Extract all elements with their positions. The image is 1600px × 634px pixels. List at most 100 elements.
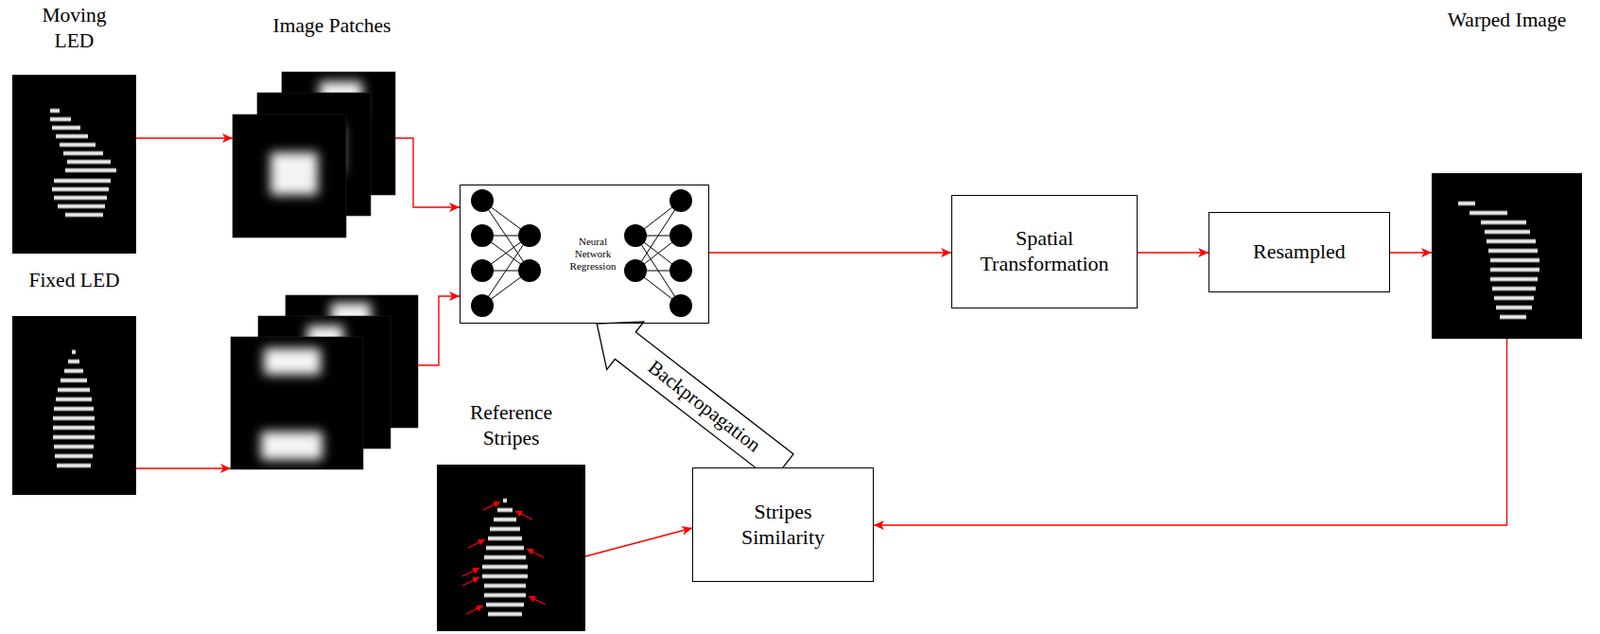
image-panel: Image Patches xyxy=(232,71,396,238)
led-stripe xyxy=(1495,305,1532,311)
led-stripe xyxy=(52,187,109,192)
image-heading: Moving LED xyxy=(32,2,118,54)
process-box: Resampled xyxy=(1208,211,1391,293)
led-stripe xyxy=(487,611,522,617)
network-neuron xyxy=(470,259,494,282)
led-stripe xyxy=(52,125,81,131)
network-neuron xyxy=(470,189,494,212)
led-stripe xyxy=(52,425,95,431)
image-background xyxy=(1431,173,1583,339)
led-stripe xyxy=(65,212,104,218)
led-stripe xyxy=(482,564,528,570)
network-neuron xyxy=(470,294,494,317)
network-neuron xyxy=(624,224,647,247)
image-heading: Reference Stripes xyxy=(458,400,565,452)
led-stripe xyxy=(484,583,526,589)
node-label: Stripes Similarity xyxy=(724,499,843,551)
network-neuron xyxy=(624,259,647,282)
led-stripe xyxy=(1458,201,1476,207)
patch-blob xyxy=(260,431,323,460)
pointer-arrow xyxy=(526,548,544,557)
flow-arrow xyxy=(873,338,1508,525)
led-stripe xyxy=(54,453,93,459)
patch-blob xyxy=(263,347,321,375)
network-box: Neural Network Regression xyxy=(459,184,710,324)
led-stripe xyxy=(482,573,528,579)
arrow-head xyxy=(220,463,231,473)
process-box: Spatial Transformation xyxy=(951,194,1138,309)
pointer-arrow xyxy=(468,539,486,548)
led-stripe xyxy=(1480,220,1527,226)
led-stripe xyxy=(60,378,87,383)
pointer-arrow xyxy=(462,576,480,586)
image-background xyxy=(12,74,137,254)
led-stripe xyxy=(57,387,90,393)
led-stripe xyxy=(1492,286,1536,292)
led-stripe xyxy=(486,545,524,551)
network-neuron xyxy=(669,294,693,317)
flow-arrow xyxy=(1137,251,1209,253)
led-stripe xyxy=(489,526,521,532)
led-stripe xyxy=(497,507,513,513)
led-stripe xyxy=(486,602,524,608)
image-panel: Reference Stripes xyxy=(436,464,586,631)
image-heading: Image Patches xyxy=(273,13,392,39)
network-neuron xyxy=(669,189,693,212)
led-stripe xyxy=(1486,239,1536,244)
pointer-arrow xyxy=(528,595,546,605)
flow-arrow xyxy=(585,527,693,557)
image-panel: Moving LED xyxy=(12,74,137,254)
led-stripe xyxy=(68,359,80,365)
image-panel: Warped Image xyxy=(1431,173,1583,339)
led-stripe xyxy=(1469,210,1508,216)
network-neuron xyxy=(669,259,693,282)
led-stripe xyxy=(57,204,105,209)
led-stripe xyxy=(50,117,71,122)
led-stripe xyxy=(1488,248,1538,254)
led-stripe xyxy=(484,592,526,598)
led-stripe xyxy=(53,178,111,184)
led-stripe xyxy=(59,142,96,148)
flow-arrow xyxy=(136,137,233,139)
edge-label: Backpropagation xyxy=(642,354,766,457)
led-stripe xyxy=(53,195,107,201)
process-box: Stripes Similarity xyxy=(692,467,874,582)
led-stripe xyxy=(50,108,60,114)
led-stripe xyxy=(493,517,517,522)
flow-arrow xyxy=(395,138,460,208)
led-stripe xyxy=(63,151,104,157)
image-patch xyxy=(232,114,347,238)
led-stripe xyxy=(52,416,95,421)
pointer-arrow xyxy=(483,501,501,510)
led-stripe xyxy=(1490,258,1540,263)
node-label: Spatial Transformation xyxy=(966,226,1123,278)
led-stripe xyxy=(487,536,522,541)
image-patch xyxy=(230,336,364,470)
led-stripe xyxy=(484,555,526,560)
led-stripe xyxy=(64,368,84,374)
pointer-arrow xyxy=(515,510,533,520)
feedback-arrow xyxy=(596,321,794,481)
image-heading: Warped Image xyxy=(1447,7,1566,34)
led-stripe xyxy=(1484,229,1531,235)
led-stripe xyxy=(1494,295,1534,301)
image-background xyxy=(436,464,586,631)
flow-arrow xyxy=(1390,251,1432,253)
led-stripe xyxy=(55,134,88,140)
network-neuron xyxy=(518,224,541,247)
patch-blob xyxy=(270,152,318,195)
flow-arrow xyxy=(709,251,952,253)
led-stripe xyxy=(52,434,95,440)
led-stripe xyxy=(1499,314,1527,320)
pointer-arrow xyxy=(462,567,480,576)
led-stripe xyxy=(53,406,94,412)
image-panel: Fixed LED xyxy=(12,315,137,495)
image-background xyxy=(12,315,137,495)
led-stripe xyxy=(71,349,76,355)
led-stripe xyxy=(67,159,111,165)
led-stripe xyxy=(1490,267,1540,273)
led-stripe xyxy=(56,463,91,469)
image-heading: Fixed LED xyxy=(28,267,120,294)
network-neuron xyxy=(669,224,693,247)
